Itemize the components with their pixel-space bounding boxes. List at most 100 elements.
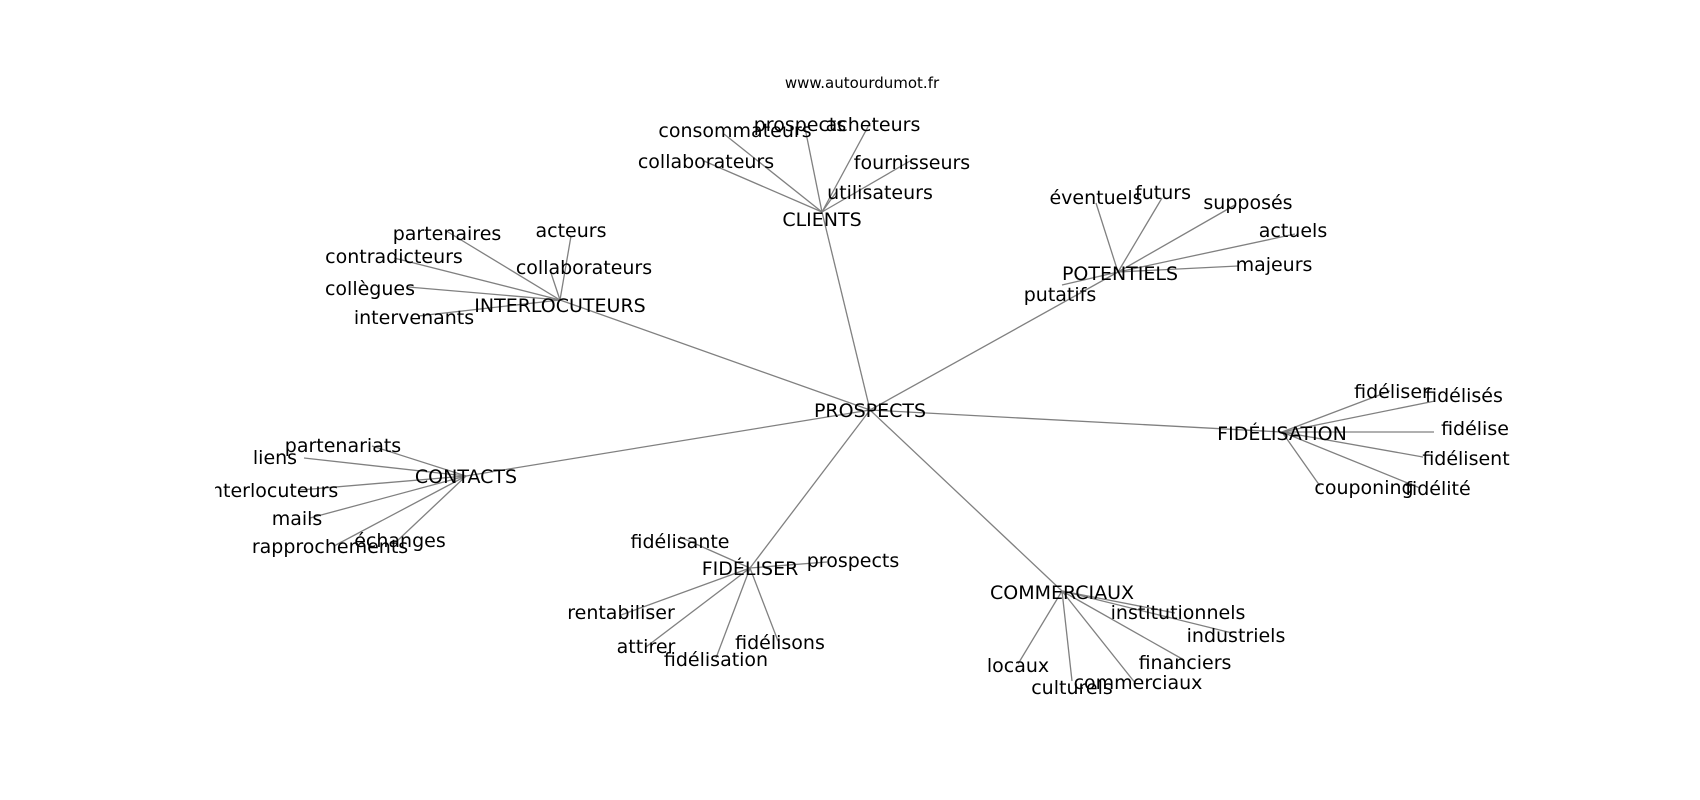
edge-commerciaux-leaf bbox=[1061, 590, 1185, 661]
leaf-fidelisation: couponing bbox=[1314, 477, 1413, 499]
edge-fidelisation-leaf bbox=[1281, 400, 1436, 433]
node-contacts: CONTACTS bbox=[415, 466, 517, 488]
leaf-clients: collaborateurs bbox=[638, 151, 774, 173]
edge-contacts-leaf bbox=[395, 475, 467, 543]
leaf-fideliser: fidélisation bbox=[664, 649, 768, 671]
edge-commerciaux-leaf bbox=[1061, 590, 1176, 614]
node-fideliser: FIDÉLISER bbox=[702, 557, 799, 580]
edge-interlocuteurs-leaf bbox=[559, 235, 572, 301]
edge-contacts-leaf bbox=[309, 475, 467, 519]
leaf-contacts: partenariats bbox=[285, 435, 401, 457]
edge-interlocuteurs-leaf bbox=[407, 286, 561, 301]
edge-fideliser-leaf bbox=[679, 536, 751, 569]
edge-clients-leaf bbox=[723, 133, 823, 213]
edge-interlocuteurs-leaf bbox=[393, 257, 561, 301]
node-interlocuteurs: INTERLOCUTEURS bbox=[474, 295, 645, 317]
leaf-interlocuteurs: contradicteurs bbox=[325, 246, 463, 268]
edge-commerciaux-leaf bbox=[1017, 590, 1063, 665]
leaf-commerciaux: locaux bbox=[987, 655, 1049, 677]
edge-fideliser-leaf bbox=[749, 561, 828, 569]
leaf-potentiels: futurs bbox=[1135, 182, 1191, 204]
edge-clients-leaf bbox=[821, 160, 911, 213]
leaf-clients: utilisateurs bbox=[827, 182, 933, 204]
graph-edges bbox=[299, 122, 1436, 685]
leaf-interlocuteurs: collaborateurs bbox=[516, 257, 652, 279]
leaf-commerciaux: commerciaux bbox=[1074, 672, 1203, 694]
edge-interlocuteurs-leaf bbox=[549, 269, 561, 301]
leaf-clients: consommateurs bbox=[658, 120, 811, 142]
leaf-fideliser: prospects bbox=[807, 550, 900, 572]
leaf-interlocuteurs: collègues bbox=[325, 278, 415, 300]
leaf-potentiels: supposés bbox=[1203, 192, 1292, 214]
leaf-clients: acheteurs bbox=[826, 114, 921, 136]
leaf-commerciaux: culturels bbox=[1031, 677, 1113, 699]
edge-fidelisation-leaf bbox=[1281, 431, 1421, 489]
leaf-fidelisation: fidélise bbox=[1441, 418, 1509, 440]
edge-contacts-leaf bbox=[371, 445, 467, 477]
leaf-contacts: rapprochements bbox=[252, 536, 408, 558]
leaf-contacts: liens bbox=[253, 447, 297, 469]
edge-commerciaux-leaf bbox=[1061, 590, 1137, 685]
edge-contacts-leaf bbox=[333, 475, 467, 547]
edge-center-fideliser bbox=[749, 409, 871, 569]
leaf-contacts: échanges bbox=[354, 530, 446, 552]
edge-fideliser-leaf bbox=[645, 567, 751, 648]
leaf-fidelisation: fidélisés bbox=[1425, 385, 1503, 407]
leaf-commerciaux: financiers bbox=[1139, 652, 1232, 674]
edge-fideliser-leaf bbox=[715, 567, 751, 659]
site-watermark: www.autourdumot.fr bbox=[785, 74, 940, 92]
edge-fidelisation-leaf bbox=[1281, 431, 1424, 458]
edge-interlocuteurs-leaf bbox=[417, 299, 561, 317]
edge-potentiels-leaf bbox=[1095, 202, 1119, 273]
graph-labels: CLIENTSprospectsacheteursconsommateursco… bbox=[206, 114, 1510, 699]
leaf-clients: prospects bbox=[754, 114, 847, 136]
edge-interlocuteurs-leaf bbox=[447, 231, 561, 301]
leaf-potentiels: majeurs bbox=[1236, 254, 1313, 276]
leaf-fideliser: fidélisons bbox=[735, 632, 825, 654]
edge-clients-leaf bbox=[821, 190, 838, 213]
leaf-fidelisation: fidélisent bbox=[1422, 448, 1509, 470]
leaf-clients: fournisseurs bbox=[854, 152, 970, 174]
edge-potentiels-leaf bbox=[1117, 204, 1236, 273]
edge-potentiels-leaf bbox=[1117, 197, 1163, 273]
node-potentiels: POTENTIELS bbox=[1062, 263, 1178, 285]
edge-contacts-leaf bbox=[299, 475, 467, 491]
edge-commerciaux-leaf bbox=[1061, 590, 1233, 634]
leaf-interlocuteurs: acteurs bbox=[536, 220, 607, 242]
edge-contacts-leaf bbox=[303, 457, 467, 477]
leaf-fidelisation: fidélité bbox=[1405, 478, 1470, 500]
node-clients: CLIENTS bbox=[782, 209, 861, 231]
leaf-interlocuteurs: partenaires bbox=[393, 223, 502, 245]
edge-center-potentiels bbox=[869, 271, 1119, 411]
leaf-potentiels: éventuels bbox=[1049, 187, 1142, 209]
edge-fideliser-leaf bbox=[749, 567, 779, 642]
edge-center-clients bbox=[821, 211, 871, 411]
leaf-interlocuteurs: intervenants bbox=[354, 307, 474, 329]
edge-clients-leaf bbox=[821, 122, 871, 213]
edge-clients-leaf bbox=[803, 122, 823, 213]
edge-fidelisation-leaf bbox=[1281, 431, 1321, 487]
edge-potentiels-leaf bbox=[1117, 265, 1239, 273]
leaf-fideliser: fidélisante bbox=[631, 531, 730, 553]
leaf-fideliser: rentabiliser bbox=[567, 602, 675, 624]
edge-center-commerciaux bbox=[869, 409, 1063, 592]
edge-potentiels-leaf bbox=[1061, 271, 1119, 286]
edge-fidelisation-leaf bbox=[1281, 390, 1391, 433]
leaf-contacts: mails bbox=[272, 508, 323, 530]
edge-center-fidelisation bbox=[869, 409, 1283, 433]
node-fidelisation: FIDÉLISATION bbox=[1217, 422, 1347, 445]
leaf-commerciaux: institutionnels bbox=[1111, 602, 1246, 624]
node-center: PROSPECTS bbox=[814, 400, 926, 422]
edge-clients-leaf bbox=[703, 160, 823, 213]
edge-center-interlocuteurs bbox=[559, 299, 871, 411]
leaf-commerciaux: industriels bbox=[1187, 625, 1286, 647]
node-commerciaux: COMMERCIAUX bbox=[990, 582, 1134, 604]
leaf-contacts: interlocuteurs bbox=[206, 480, 339, 502]
edge-commerciaux-leaf bbox=[1061, 590, 1073, 682]
edge-center-contacts bbox=[465, 409, 871, 477]
edge-potentiels-leaf bbox=[1117, 233, 1296, 273]
leaf-potentiels: actuels bbox=[1259, 220, 1327, 242]
leaf-fideliser: attirer bbox=[617, 636, 676, 658]
leaf-potentiels: putatifs bbox=[1024, 284, 1097, 306]
